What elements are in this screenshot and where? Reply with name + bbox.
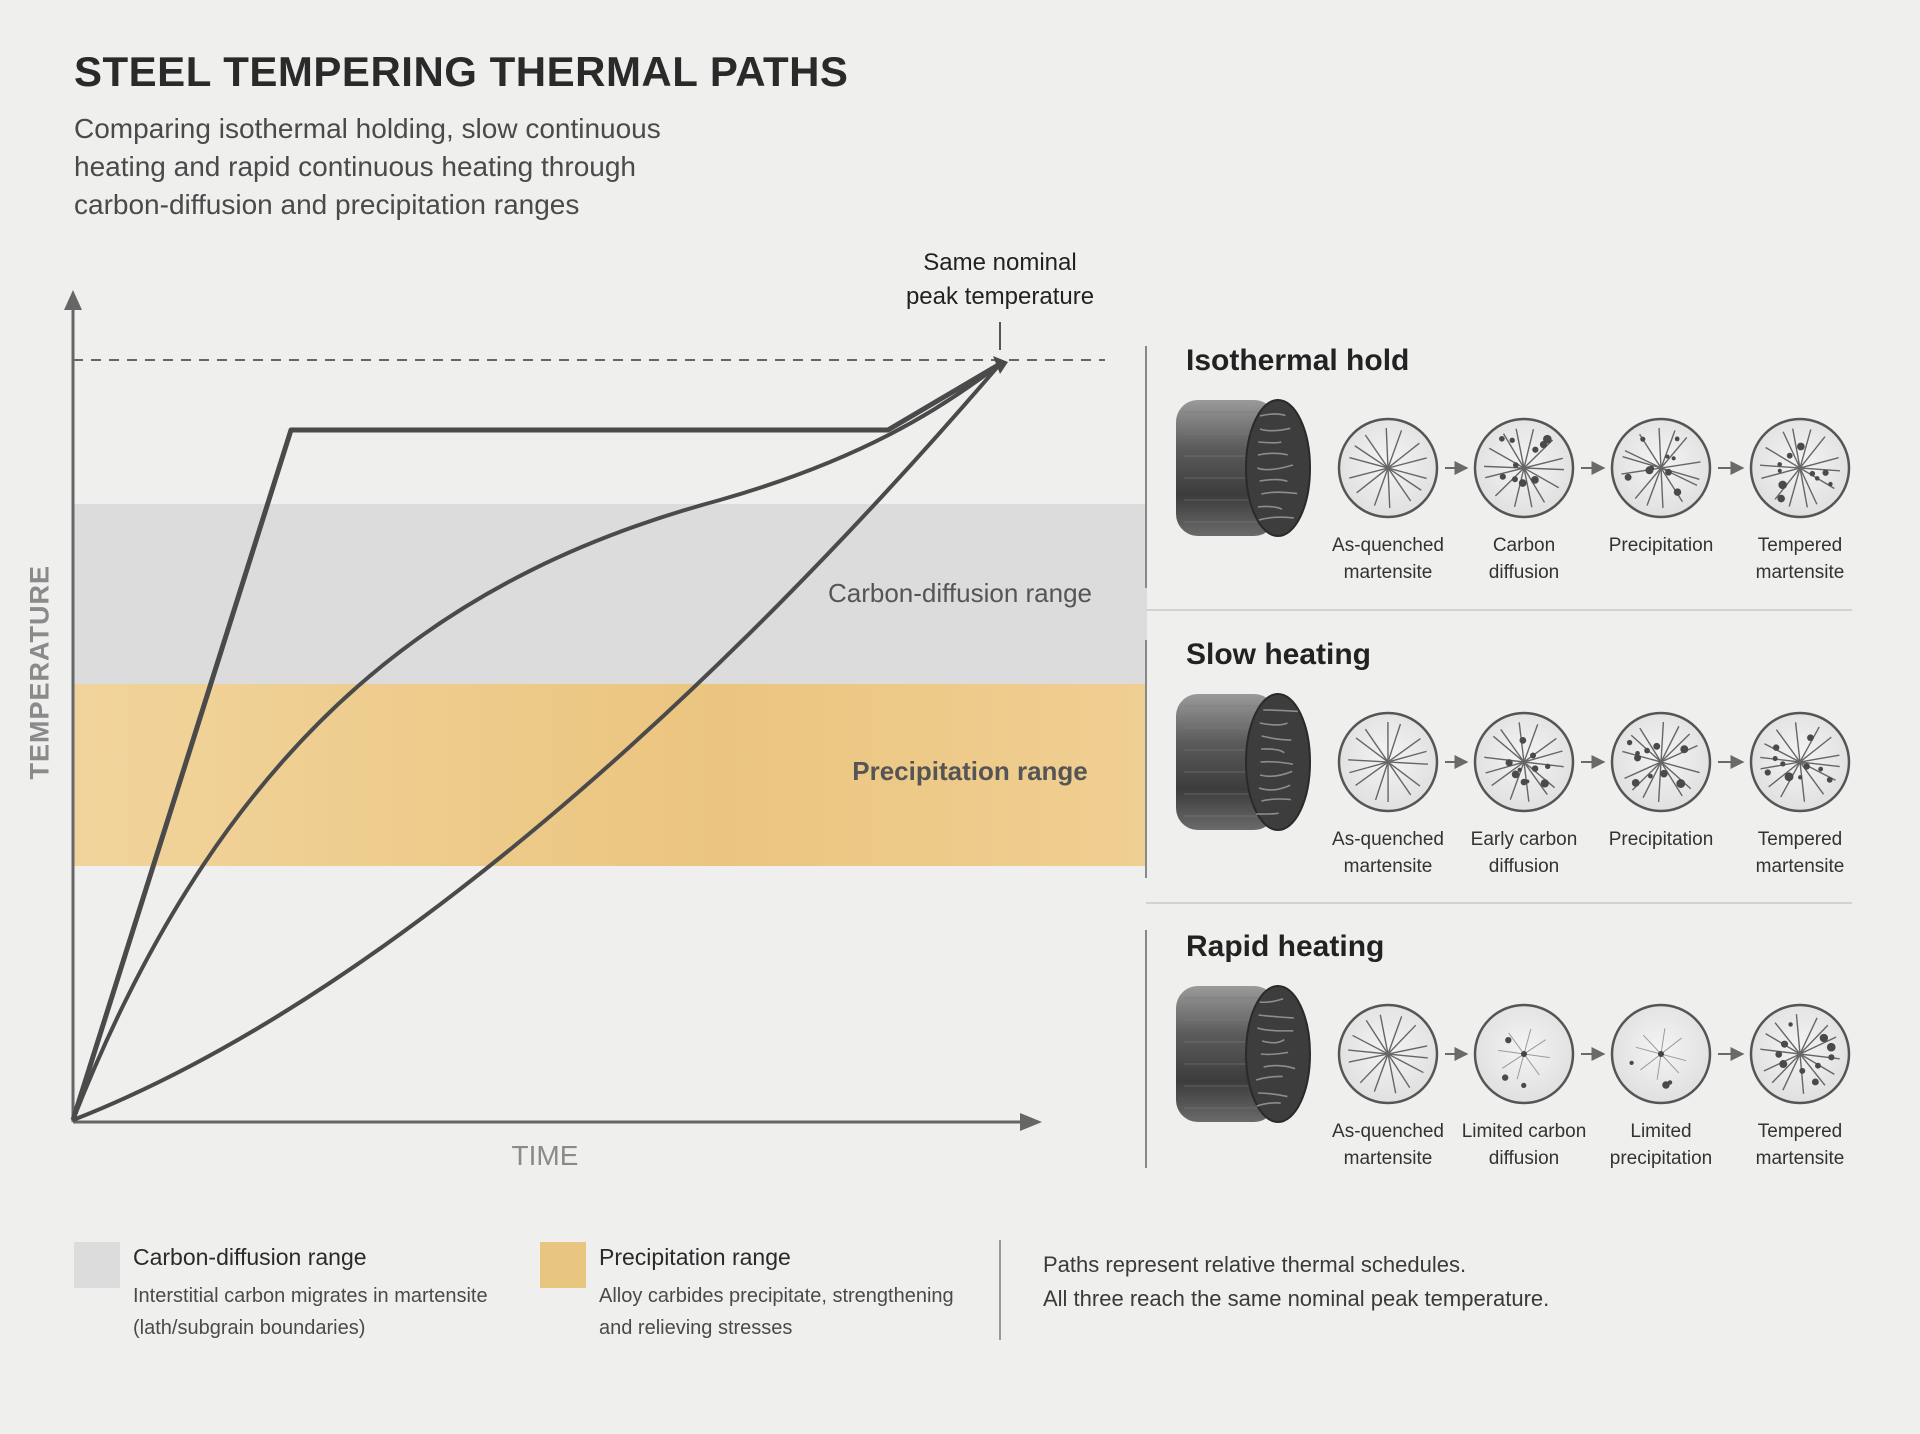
stage-label-line-1: As-quenched [1332,535,1444,556]
stage-label-line-2: precipitation [1609,1148,1713,1169]
page-title: STEEL TEMPERING THERMAL PATHS [74,48,849,95]
legend-precip-description: Alloy carbides precipitate, strengthenin… [599,1280,989,1344]
specimen-cylinder-slow [1176,693,1311,831]
stage-label-line-2: martensite [1755,562,1845,583]
row-title-isothermal: Isothermal hold [1186,344,1410,377]
stage-label-line-2: diffusion [1488,856,1560,877]
precipitation-band-label: Precipitation range [852,756,1088,786]
stage-label-line-1: Tempered [1757,535,1843,556]
microstructure-disc [1749,711,1851,813]
stage-label: Tempered martensite [1725,532,1875,586]
x-axis-label: TIME [511,1140,579,1171]
specimen-cylinder-rapid [1176,985,1311,1123]
stage-label-line-1: As-quenched [1332,1121,1444,1142]
stage-label: As-quenched martensite [1313,826,1463,880]
microstructure-disc [1610,1003,1712,1105]
x-axis-arrow [1020,1113,1042,1131]
microstructure-disc [1473,1003,1575,1105]
y-axis-arrow [64,290,82,310]
rapid-heating-path [72,362,1002,1122]
stage-label: As-quenched martensite [1313,532,1463,586]
slow-heating-path [71,362,1002,1121]
stage-label-line-2: martensite [1755,856,1845,877]
stage-label: As-quenched martensite [1313,1118,1463,1172]
peak-annotation-line-1: Same nominal [923,249,1077,276]
microstructure-disc [1337,1003,1439,1105]
isothermal-hold-path [70,361,1002,1121]
y-axis-label: TEMPERATURE [24,564,55,780]
schedule-note: Paths represent relative thermal schedul… [1043,1248,1663,1316]
stage-label-line-2: martensite [1343,856,1433,877]
stage-label-line-2: martensite [1343,1148,1433,1169]
peak-marker [993,356,1008,374]
microstructure-disc [1749,1003,1851,1105]
row-title-slow: Slow heating [1186,638,1372,671]
stage-label-line-1: As-quenched [1332,829,1444,850]
stage-label: Limited carbon diffusion [1449,1118,1599,1172]
legend-carbon-description: Interstitial carbon migrates in martensi… [133,1280,533,1344]
microstructure-disc [1749,417,1851,519]
stage-label-line-1: Limited [1630,1121,1692,1142]
stage-label-line-1: Carbon [1492,535,1556,556]
stage-label: Tempered martensite [1725,1118,1875,1172]
stage-label-line-1: Precipitation [1608,829,1714,850]
legend-carbon-swatch [74,1242,120,1288]
legend-precip-title: Precipitation range [599,1244,791,1270]
microstructure-disc [1610,711,1712,813]
stage-label-line-1: Early carbon [1470,829,1578,850]
carbon-band-label: Carbon-diffusion range [827,578,1093,608]
stage-label-line-2: martensite [1343,562,1433,583]
stage-label-line-2: diffusion [1488,562,1560,583]
microstructure-disc [1610,417,1712,519]
peak-annotation: Same nominal peak temperature [880,246,1120,314]
stage-label-line-1: Tempered [1757,829,1843,850]
precipitation-band [73,684,1147,866]
stage-label-line-2: martensite [1755,1148,1845,1169]
microstructure-disc [1473,417,1575,519]
row-title-rapid: Rapid heating [1186,930,1385,963]
stage-label: Early carbon diffusion [1449,826,1599,880]
stage-label-line-1: Tempered [1757,1121,1843,1142]
stage-label: Carbon diffusion [1449,532,1599,586]
microstructure-disc [1473,711,1575,813]
stage-label: Tempered martensite [1725,826,1875,880]
legend-carbon-title: Carbon-diffusion range [133,1244,367,1270]
legend-precip-desc-1: Alloy carbides precipitate, strengthenin… [599,1285,954,1307]
stage-label: Precipitation [1586,532,1736,559]
legend-carbon-desc-2: (lath/subgrain boundaries) [133,1317,366,1339]
y-axis-label-holder: TEMPERATURE [22,564,58,780]
stage-label: Limited precipitation [1586,1118,1736,1172]
legend-carbon-desc-1: Interstitial carbon migrates in martensi… [133,1285,488,1307]
stage-label-line-1: Precipitation [1608,535,1714,556]
stage-label-line-2: diffusion [1488,1148,1560,1169]
legend-precip-swatch [540,1242,586,1288]
stage-label-line-1: Limited carbon [1461,1121,1587,1142]
microstructure-disc [1337,711,1439,813]
peak-annotation-line-2: peak temperature [905,283,1095,310]
page-subtitle: Comparing isothermal holding, slow conti… [74,113,661,220]
schedule-note-line-1: Paths represent relative thermal schedul… [1043,1252,1467,1277]
specimen-cylinder-isothermal [1176,399,1311,537]
legend-precip-desc-2: and relieving stresses [599,1317,793,1339]
stage-label: Precipitation [1586,826,1736,853]
microstructure-disc [1337,417,1439,519]
schedule-note-line-2: All three reach the same nominal peak te… [1043,1286,1550,1311]
